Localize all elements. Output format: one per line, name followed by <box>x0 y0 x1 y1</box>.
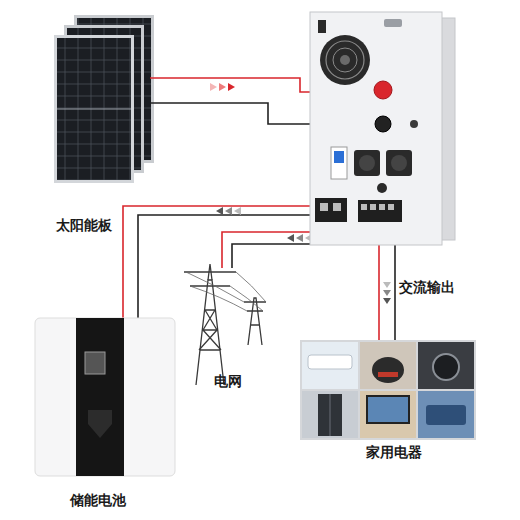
arrow-head <box>296 234 303 242</box>
inverter-body <box>310 12 442 245</box>
arrow-head <box>383 290 391 296</box>
black-wire <box>138 215 336 318</box>
flow-arrows <box>287 234 312 242</box>
socket-face <box>391 155 407 171</box>
air-conditioner-photo <box>302 342 358 389</box>
rice-cooker-panel <box>378 372 398 377</box>
television <box>367 396 409 423</box>
component-label-box: 储能电池 <box>70 491 126 509</box>
battery-screen <box>85 352 105 374</box>
label-box: 交流输出 <box>399 278 455 296</box>
pv-positive-terminal <box>374 81 392 99</box>
arrow-head <box>383 298 391 304</box>
battery-wires <box>123 206 336 318</box>
cooling-fan <box>320 35 370 85</box>
component-label-box: 太阳能板 <box>56 216 112 234</box>
circuit-breaker <box>331 147 347 179</box>
fridge-photo <box>302 391 358 438</box>
fridge <box>318 394 342 436</box>
collage-frame <box>300 340 476 440</box>
terminal-screw <box>333 203 341 211</box>
rice-cooker-photo <box>360 342 416 389</box>
flow-arrows <box>383 282 391 304</box>
blanket-photo <box>418 391 474 438</box>
small-knob <box>410 120 418 128</box>
component-label: 储能电池 <box>70 491 126 509</box>
arrow-head <box>287 234 294 242</box>
inverter <box>310 12 455 245</box>
ac-socket <box>354 150 380 176</box>
washer-door <box>433 354 459 380</box>
electric-blanket <box>426 405 466 425</box>
arrow-head <box>383 282 391 288</box>
terminal-screw <box>361 204 367 210</box>
panel-divider <box>57 108 131 109</box>
component-label-box: 电网 <box>214 372 242 390</box>
power-towers <box>184 264 266 385</box>
fan-guard <box>333 48 357 72</box>
tower-bracing <box>199 310 221 350</box>
small-tower <box>244 298 266 345</box>
ac-socket <box>386 150 412 176</box>
pv-negative-terminal <box>375 116 391 132</box>
panel-cells <box>57 38 131 180</box>
appliances <box>300 340 476 440</box>
terminal-screw <box>388 204 394 210</box>
air-conditioner <box>308 355 352 369</box>
arrow-head <box>219 83 226 91</box>
breaker-lever <box>334 151 344 163</box>
fan-hub <box>340 55 350 65</box>
wire-label: 交流输出 <box>399 278 455 296</box>
rice-cooker <box>372 357 404 383</box>
terminal-screw <box>379 204 385 210</box>
component-label: 电网 <box>214 372 242 390</box>
tv-photo <box>360 391 416 438</box>
comm-port <box>384 19 402 27</box>
washer-photo <box>418 342 474 389</box>
solar-panels <box>54 15 154 183</box>
component-label: 家用电器 <box>366 443 422 461</box>
terminal-screw <box>370 204 376 210</box>
fan-guard <box>326 41 364 79</box>
battery-terminal-block <box>315 198 347 222</box>
battery-strip <box>76 318 124 476</box>
tower-legs <box>196 280 224 385</box>
fuse-holder <box>377 183 387 193</box>
arrow-head <box>225 207 232 215</box>
arrow-head <box>216 207 223 215</box>
flow-arrows <box>210 83 235 91</box>
panel-frame <box>54 35 134 183</box>
component-label: 太阳能板 <box>56 216 112 234</box>
flow-arrows <box>216 207 241 215</box>
component-label-box: 家用电器 <box>366 443 422 461</box>
storage-battery <box>35 318 175 476</box>
arrow-head <box>210 83 217 91</box>
arrow-head <box>234 207 241 215</box>
power-switch <box>318 20 326 33</box>
battery-body <box>35 318 175 476</box>
fridge-door-line <box>330 394 331 436</box>
arrow-head <box>228 83 235 91</box>
ac-terminal-block <box>358 200 402 222</box>
socket-face <box>359 155 375 171</box>
power-lines <box>186 272 266 311</box>
terminal-screw <box>320 203 328 211</box>
battery-logo <box>88 410 112 438</box>
